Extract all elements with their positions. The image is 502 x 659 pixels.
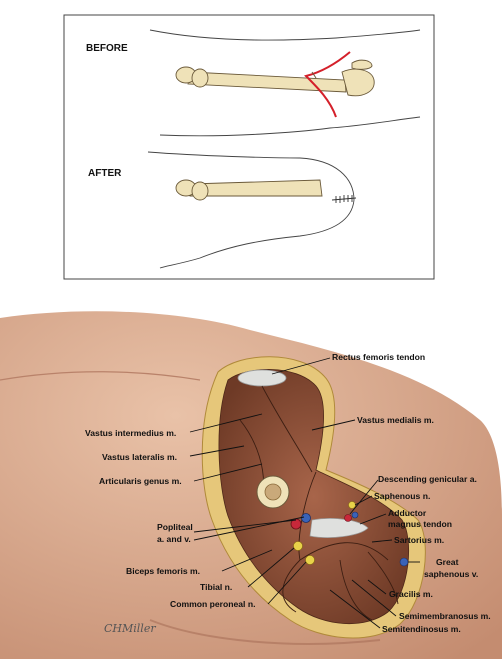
- label-descending-genicular: Descending genicular a.: [378, 474, 477, 484]
- before-after-panel: BEFORE AFTER: [63, 14, 435, 280]
- label-vastus-lateralis: Vastus lateralis m.: [102, 452, 177, 462]
- thigh-skin-shadow: [149, 619, 381, 645]
- before-label: BEFORE: [86, 43, 128, 54]
- before-leg: [149, 29, 421, 137]
- thigh-skin-fold: [0, 371, 201, 381]
- panel-frame: [63, 14, 435, 280]
- label-vastus-medialis: Vastus medialis m.: [357, 415, 434, 425]
- label-adductor-magnus-1: Adductor: [388, 508, 427, 518]
- label-sartorius: Sartorius m.: [394, 535, 444, 545]
- stump-muscle-mass: [218, 369, 410, 625]
- label-biceps-femoris: Biceps femoris m.: [126, 566, 200, 576]
- artist-signature: CHMiller: [104, 622, 156, 635]
- label-popliteal-1: Popliteal: [157, 522, 193, 532]
- label-great-saphenous-2: saphenous v.: [424, 569, 478, 579]
- tibial-nerve-shape: [293, 541, 303, 551]
- before-thigh-outline: [149, 29, 421, 41]
- after-leg: [147, 151, 357, 269]
- before-bone-cut-mark: [311, 71, 317, 79]
- label-rectus-femoris-tendon: Rectus femoris tendon: [332, 352, 425, 362]
- femur-cross-section: [256, 475, 290, 509]
- before-femur: [175, 59, 375, 97]
- after-label: AFTER: [88, 168, 122, 179]
- great-saphenous-vein-shape: [399, 557, 409, 567]
- common-peroneal-nerve-shape: [305, 555, 315, 565]
- leader-lines: [189, 357, 420, 629]
- label-popliteal-2: a. and v.: [157, 534, 191, 544]
- label-saphenous-nerve: Saphenous n.: [374, 491, 430, 501]
- label-vastus-intermedius: Vastus intermedius m.: [85, 428, 176, 438]
- after-suture-line: [331, 195, 357, 203]
- after-femur: [175, 179, 323, 201]
- after-thigh-outline: [147, 151, 355, 201]
- label-semitendinosus: Semitendinosus m.: [382, 624, 461, 634]
- label-tibial-nerve: Tibial n.: [200, 582, 232, 592]
- label-semimembranosus: Semimembranosus m.: [399, 611, 491, 621]
- before-thigh-lower-outline: [159, 116, 421, 137]
- label-adductor-magnus-2: magnus tendon: [388, 519, 452, 529]
- after-stump-lower: [159, 199, 355, 269]
- adductor-magnus-tendon-shape: [309, 518, 369, 538]
- label-great-saphenous-1: Great: [436, 557, 459, 567]
- label-articularis-genus: Articularis genus m.: [99, 476, 182, 486]
- label-common-peroneal: Common peroneal n.: [170, 599, 255, 609]
- descending-genicular-vessels: [344, 511, 359, 522]
- saphenous-nerve-shape: [348, 501, 356, 509]
- anatomy-labels: Rectus femoris tendon Vastus intermedius…: [85, 352, 491, 634]
- cross-section-illustration: Rectus femoris tendon Vastus intermedius…: [0, 311, 502, 659]
- label-gracilis: Gracilis m.: [389, 589, 433, 599]
- before-incision-line: [304, 51, 351, 118]
